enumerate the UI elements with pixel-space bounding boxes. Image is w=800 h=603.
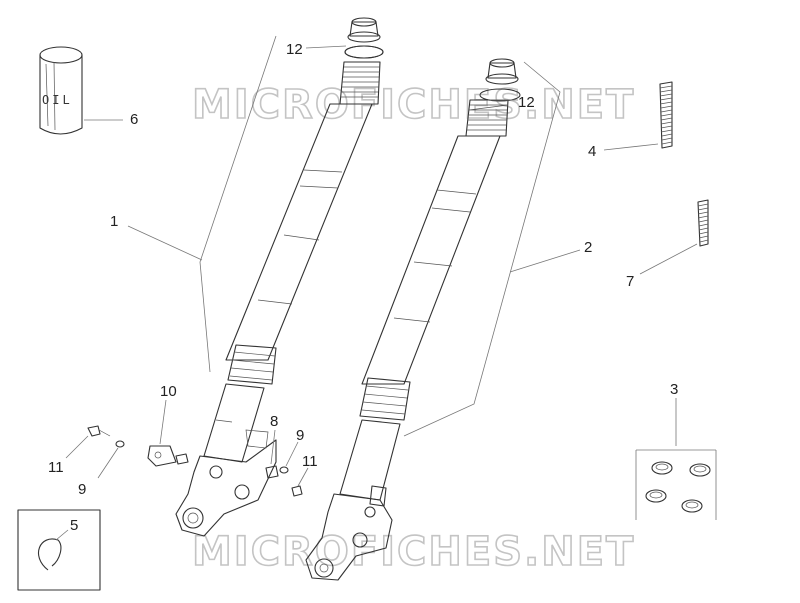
callout-9-left: 9 bbox=[78, 481, 86, 498]
watermark-top: MICROFICHES.NET bbox=[192, 82, 635, 128]
oil-can-label: OIL bbox=[42, 93, 73, 107]
callout-6: 6 bbox=[130, 111, 138, 128]
sensor-bracket[interactable] bbox=[147, 445, 189, 467]
callout-12-right: 12 bbox=[518, 94, 535, 111]
callout-7: 7 bbox=[626, 273, 634, 290]
o-ring-left[interactable] bbox=[344, 45, 384, 59]
seal-kit[interactable] bbox=[635, 449, 717, 520]
screw-left[interactable] bbox=[87, 425, 111, 437]
callout-11-left: 11 bbox=[48, 459, 64, 476]
screw-right[interactable] bbox=[291, 485, 303, 497]
callout-3: 3 bbox=[670, 381, 678, 398]
callout-9-right: 9 bbox=[296, 427, 304, 444]
callout-1: 1 bbox=[110, 213, 118, 230]
nut-8[interactable] bbox=[265, 465, 279, 479]
callout-2: 2 bbox=[584, 239, 592, 256]
clip-box[interactable] bbox=[17, 509, 101, 591]
washer-right[interactable] bbox=[279, 466, 289, 474]
callout-8: 8 bbox=[270, 413, 278, 430]
callout-5: 5 bbox=[70, 517, 78, 534]
right-fork-leg[interactable] bbox=[305, 58, 521, 581]
spring-short[interactable] bbox=[697, 199, 709, 247]
callout-12-left: 12 bbox=[286, 41, 303, 58]
spring-long[interactable] bbox=[659, 81, 673, 149]
oil-can[interactable]: OIL bbox=[39, 46, 83, 135]
callout-11-right: 11 bbox=[302, 453, 318, 470]
callout-10: 10 bbox=[160, 383, 177, 400]
washer-left[interactable] bbox=[115, 440, 125, 448]
left-fork-leg[interactable] bbox=[175, 17, 384, 537]
watermark-bottom: MICROFICHES.NET bbox=[192, 529, 635, 575]
callout-4: 4 bbox=[588, 143, 596, 160]
